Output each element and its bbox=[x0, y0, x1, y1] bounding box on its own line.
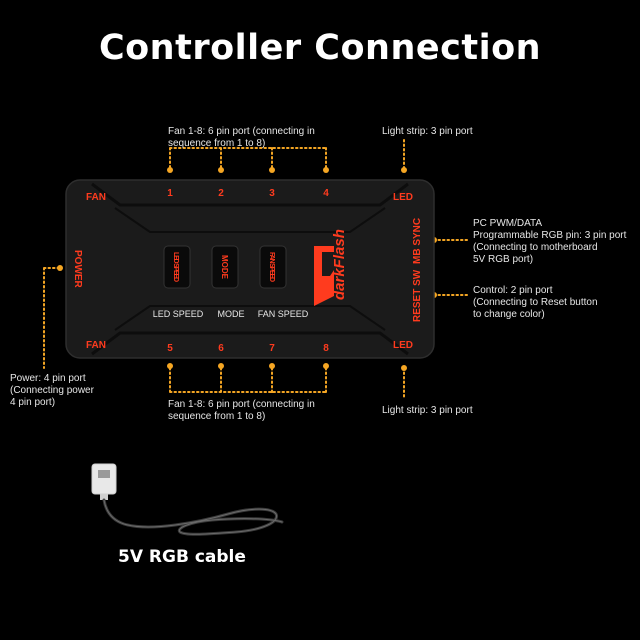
page-title: Controller Connection bbox=[98, 28, 542, 68]
brand-wordmark: darkFlash bbox=[331, 229, 348, 300]
pc-pwm-annotation: PC PWM/DATA Programmable RGB pin: 3 pin … bbox=[473, 218, 627, 265]
led-top-label: LED bbox=[393, 192, 413, 203]
reset-sw-label: RESET SW bbox=[412, 269, 423, 322]
mode-key-text: MODE bbox=[220, 255, 229, 280]
led-speed-key-text: LED SPEED bbox=[172, 252, 179, 282]
port-8-label: 8 bbox=[323, 343, 329, 354]
port-7-label: 7 bbox=[269, 343, 275, 354]
port-4-label: 4 bbox=[323, 188, 329, 199]
port-2-label: 2 bbox=[218, 188, 224, 199]
port-3-label: 3 bbox=[269, 188, 275, 199]
fan-speed-key-text: FAN SPEED bbox=[268, 252, 275, 282]
led-speed-caption: LED SPEED bbox=[153, 309, 204, 319]
fan-speed-button[interactable]: FAN SPEED bbox=[259, 245, 287, 289]
fan-speed-caption: FAN SPEED bbox=[258, 309, 309, 319]
led-bottom-label: LED bbox=[393, 340, 413, 351]
port-6-label: 6 bbox=[218, 343, 224, 354]
fan-bottom-label: FAN bbox=[86, 340, 106, 351]
port-1-label: 1 bbox=[167, 188, 173, 199]
controller-body bbox=[65, 179, 435, 359]
light-top-annotation: Light strip: 3 pin port bbox=[382, 126, 473, 137]
led-speed-button[interactable]: LED SPEED bbox=[163, 245, 191, 289]
mb-sync-label: MB SYNC bbox=[412, 218, 423, 264]
port-5-label: 5 bbox=[167, 343, 173, 354]
mode-caption: MODE bbox=[218, 309, 245, 319]
mode-button[interactable]: MODE bbox=[211, 245, 239, 289]
cable-label: 5V RGB cable bbox=[118, 547, 246, 567]
light-bottom-annotation: Light strip: 3 pin port bbox=[382, 405, 473, 416]
power-label: POWER bbox=[72, 250, 83, 289]
darkflash-logo: darkFlash bbox=[314, 229, 348, 306]
fan-top-annotation: Fan 1-8: 6 pin port (connecting in seque… bbox=[168, 126, 315, 149]
control-annotation: Control: 2 pin port (Connecting to Reset… bbox=[473, 285, 598, 320]
power-annotation: Power: 4 pin port (Connecting power 4 pi… bbox=[10, 373, 94, 408]
rgb-cable bbox=[91, 463, 284, 536]
fan-top-label: FAN bbox=[86, 192, 106, 203]
fan-bottom-annotation: Fan 1-8: 6 pin port (connecting in seque… bbox=[168, 399, 315, 422]
